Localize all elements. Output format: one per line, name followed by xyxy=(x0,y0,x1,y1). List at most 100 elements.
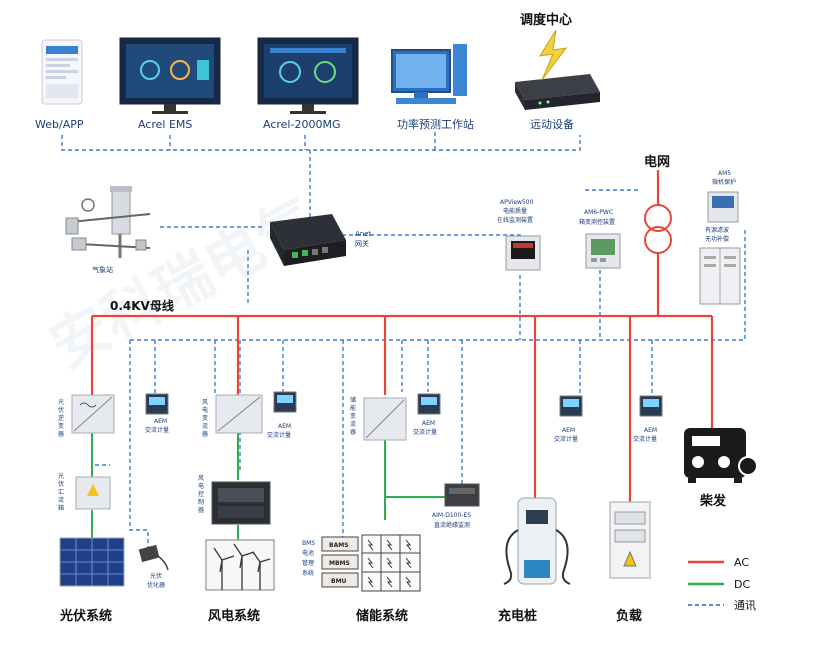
am6-label-2: 箱变测控装置 xyxy=(579,218,615,226)
aem-storage-sub: 交流计量 xyxy=(413,428,437,436)
svg-text:变: 变 xyxy=(202,414,208,422)
svg-text:变: 变 xyxy=(58,422,64,430)
svg-text:伏: 伏 xyxy=(58,480,64,488)
am5-protection-device xyxy=(707,191,739,223)
svg-text:光: 光 xyxy=(58,472,64,480)
mbms-label: MBMS xyxy=(329,560,350,567)
forecast-workstation xyxy=(391,44,467,104)
am5-label-2: 微机保护 xyxy=(712,178,736,186)
svg-text:伏: 伏 xyxy=(58,406,64,414)
battery-pack xyxy=(361,534,421,592)
weather-station-label: 气象站 xyxy=(92,265,113,274)
svg-text:光: 光 xyxy=(58,398,64,406)
svg-text:流: 流 xyxy=(202,422,208,430)
bms-stack xyxy=(321,536,359,588)
acrel-ems-label: Acrel EMS xyxy=(138,118,192,131)
apview-device xyxy=(505,235,541,271)
aem-charging-label: AEM xyxy=(562,427,575,434)
svg-text:流: 流 xyxy=(58,496,64,504)
svg-text:电: 电 xyxy=(198,482,204,490)
wind-controller-label: 风 电 控 制 器 xyxy=(198,475,204,514)
svg-text:控: 控 xyxy=(198,490,204,498)
pv-optimizer-label-1: 光伏 xyxy=(150,572,162,580)
aem-wind-sub: 交流计量 xyxy=(267,431,291,439)
svg-text:系统: 系统 xyxy=(302,569,314,577)
apview-label-1: APView500 xyxy=(500,199,534,206)
svg-text:储: 储 xyxy=(350,396,356,404)
diesel-label: 柴发 xyxy=(699,493,727,509)
aem-pv-label: AEM xyxy=(154,418,167,425)
load-cabinet xyxy=(609,501,651,579)
legend xyxy=(688,560,724,606)
wind-controller xyxy=(211,481,271,525)
acrel-2000mg-monitor xyxy=(257,37,359,114)
pv-inverter xyxy=(71,394,115,434)
aem-pv-sub: 交流计量 xyxy=(145,426,169,434)
am6-label-1: AM6-PWC xyxy=(584,209,613,216)
telecontrol-label: 远动设备 xyxy=(530,117,574,131)
insulation-label-2: 直流绝缘监测 xyxy=(434,521,470,529)
aem-meter-wind xyxy=(273,391,297,413)
aem-load-label: AEM xyxy=(644,427,657,434)
anet-gateway xyxy=(270,214,346,266)
aem-charging-sub: 交流计量 xyxy=(554,435,578,443)
transformer-icon xyxy=(644,204,672,254)
bmu-label: BMU xyxy=(331,578,347,585)
aem-meter-charging xyxy=(559,395,583,417)
legend-ac: AC xyxy=(734,556,749,569)
aem-storage-label: AEM xyxy=(422,420,435,427)
ems-monitor xyxy=(119,37,221,114)
bams-label: BAMS xyxy=(329,542,349,549)
svg-text:汇: 汇 xyxy=(58,488,64,496)
gateway-sub: 网关 xyxy=(355,239,369,248)
pv-combiner-box xyxy=(75,476,111,510)
aem-meter-pv xyxy=(145,393,169,415)
web-app-label: Web/APP xyxy=(35,118,84,131)
grid-label: 电网 xyxy=(644,154,670,170)
lightning-icon xyxy=(539,29,568,81)
legend-dc: DC xyxy=(734,578,750,591)
filter-label-1: 有源滤波 xyxy=(705,226,729,234)
svg-text:器: 器 xyxy=(198,507,204,514)
pv-optimizer-label-2: 优化器 xyxy=(147,581,165,589)
wind-turbines xyxy=(205,539,275,591)
am5-label-1: AM5 xyxy=(718,170,731,177)
wind-converter xyxy=(215,394,263,434)
acrel-2000mg-label: Acrel-2000MG xyxy=(263,118,340,131)
pv-optimizer xyxy=(138,544,169,571)
svg-text:能: 能 xyxy=(350,404,356,412)
charging-label: 充电桩 xyxy=(498,608,537,624)
svg-text:器: 器 xyxy=(58,431,64,438)
aem-load-sub: 交流计量 xyxy=(633,435,657,443)
svg-text:变: 变 xyxy=(350,412,356,420)
svg-text:风: 风 xyxy=(198,475,204,482)
wind-system-label: 风电系统 xyxy=(208,608,260,624)
svg-text:制: 制 xyxy=(198,498,204,506)
pv-panel xyxy=(59,537,125,587)
load-label: 负载 xyxy=(616,608,642,624)
apview-label-2: 电能质量 xyxy=(503,207,527,215)
bms-label: BMS 电池 管理 系统 xyxy=(302,540,315,577)
forecast-label: 功率预测工作站 xyxy=(397,117,474,131)
dispatch-center-label: 调度中心 xyxy=(520,12,572,28)
aem-wind-label: AEM xyxy=(278,423,291,430)
svg-text:风: 风 xyxy=(202,399,208,406)
aem-meter-storage xyxy=(417,393,441,415)
insulation-monitor xyxy=(444,483,480,507)
svg-text:BMS: BMS xyxy=(302,540,315,547)
svg-text:电池: 电池 xyxy=(302,549,314,557)
filter-label-2: 无功补偿 xyxy=(705,235,729,243)
storage-system-label: 储能系统 xyxy=(355,608,408,624)
pv-system-label: 光伏系统 xyxy=(59,608,112,624)
svg-text:流: 流 xyxy=(350,420,356,428)
wind-converter-label: 风 电 变 流 器 xyxy=(202,399,208,438)
apview-label-3: 在线监测装置 xyxy=(497,216,533,224)
weather-station xyxy=(65,186,151,258)
diesel-generator-icon xyxy=(684,428,758,483)
bus-label: 0.4KV母线 xyxy=(110,298,174,313)
aem-meter-load xyxy=(639,395,663,417)
svg-text:器: 器 xyxy=(202,431,208,438)
charging-pile xyxy=(503,497,571,585)
legend-comm: 通讯 xyxy=(734,599,756,612)
